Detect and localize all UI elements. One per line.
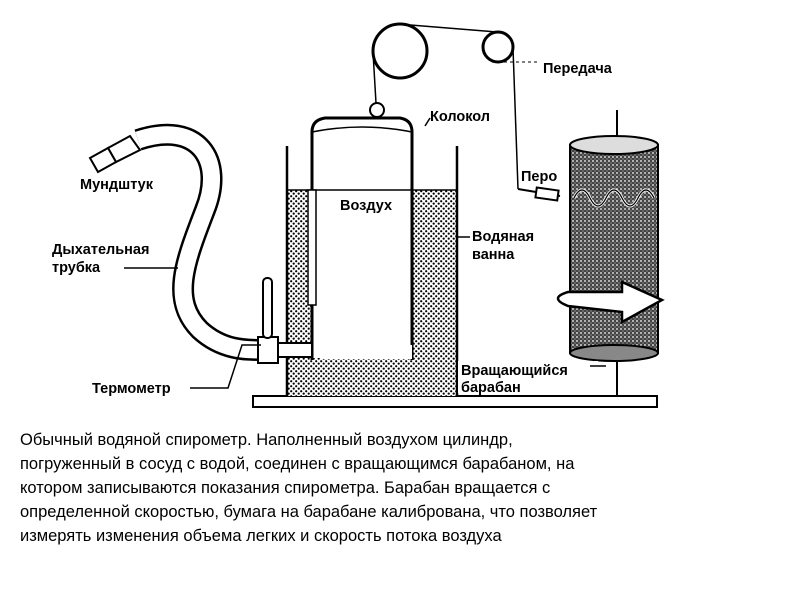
label-water-bath-line2: ванна <box>472 247 515 263</box>
transmission-pulleys <box>371 22 537 190</box>
caption-line: определенной скоростью, бумага на бараба… <box>20 503 598 521</box>
rotating-drum <box>556 110 665 396</box>
caption-line: измерять изменения объема легких и скоро… <box>20 527 502 545</box>
caption-line: Обычный водяной спирометр. Наполненный в… <box>20 431 513 449</box>
caption-line: погруженный в сосуд с водой, соединен с … <box>20 455 575 473</box>
label-bell: Колокол <box>430 109 490 125</box>
label-breathing-tube-line2: трубка <box>52 260 101 276</box>
figure-caption: Обычный водяной спирометр. Наполненный в… <box>20 428 770 548</box>
label-rotating-drum-line1: Вращающийся <box>461 363 568 379</box>
label-pen: Перо <box>521 169 557 185</box>
label-air: Воздух <box>340 198 392 214</box>
label-mouthpiece: Мундштук <box>80 177 154 193</box>
label-breathing-tube-line1: Дыхательная <box>52 242 149 258</box>
caption-line: котором записываются показания спирометр… <box>20 479 551 497</box>
rotation-arrow <box>556 280 665 325</box>
breathing-tube <box>134 123 313 364</box>
label-water-bath-line1: Водяная <box>472 229 534 245</box>
label-transmission: Передача <box>543 61 613 77</box>
pen <box>517 186 561 202</box>
mouthpiece <box>88 134 142 174</box>
base-plate <box>252 395 658 408</box>
bell-pulley-knob <box>369 102 385 118</box>
spirometer-diagram: Передача Колокол Мундштук Воздух Перо Во… <box>52 22 665 408</box>
label-thermometer: Термометр <box>92 381 171 397</box>
bell <box>307 102 414 360</box>
thermometer <box>262 277 273 339</box>
label-rotating-drum-line2: барабан <box>461 380 521 396</box>
